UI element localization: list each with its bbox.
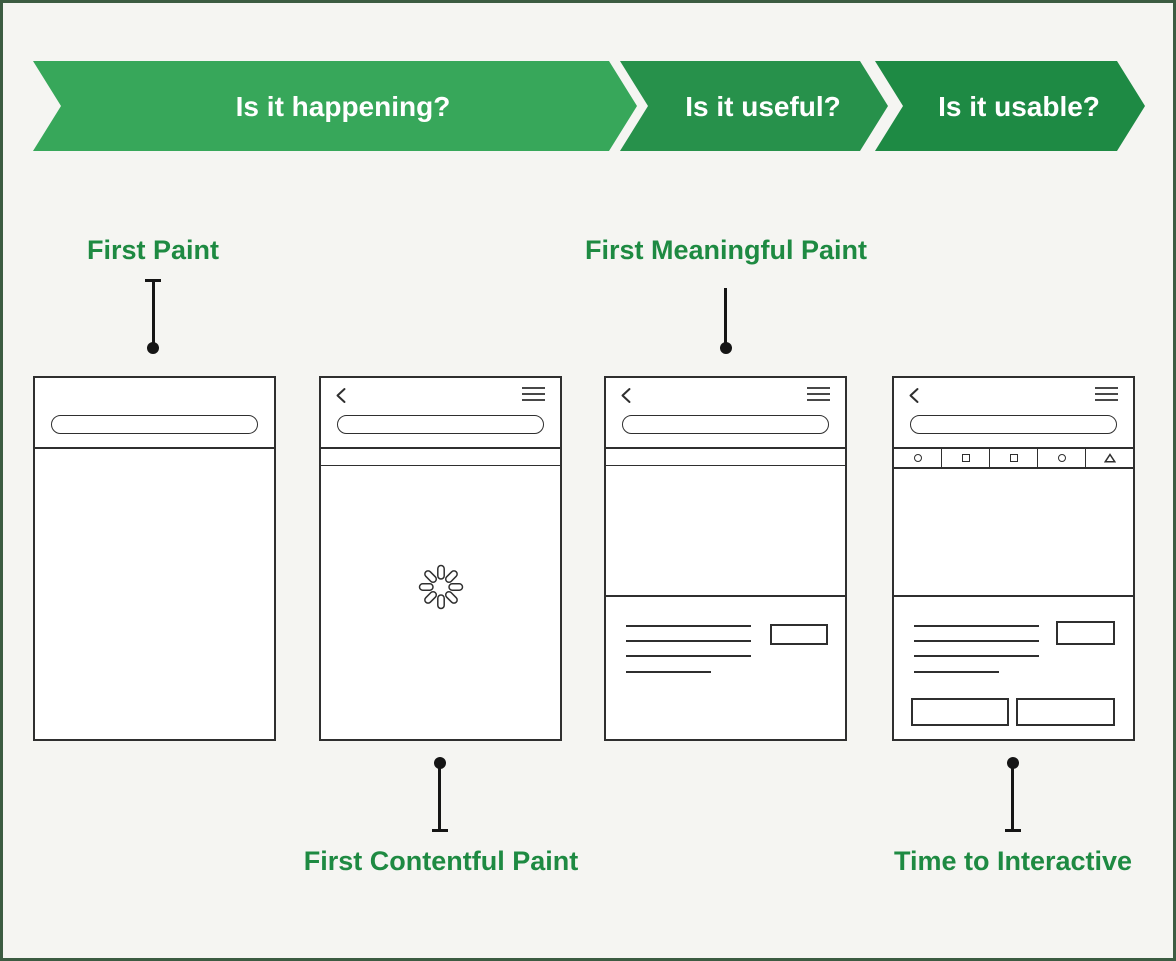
connector-line	[724, 288, 727, 348]
loading-spinner-icon	[418, 564, 464, 610]
text-line	[914, 655, 1039, 657]
hero-placeholder-divider	[606, 595, 845, 597]
triangle-icon	[1103, 453, 1116, 463]
metric-label-first-paint: First Paint	[86, 235, 220, 265]
banner-segment-is-it-happening	[33, 61, 637, 151]
connector-cap	[1005, 829, 1021, 832]
connector-line	[152, 280, 155, 348]
text-line	[914, 640, 1039, 642]
connector-dot	[720, 342, 732, 354]
url-bar	[337, 415, 544, 434]
metric-label-time-to-interactive: Time to Interactive	[893, 846, 1133, 876]
connector-line	[438, 763, 441, 831]
banner-segment-is-it-useful	[620, 61, 888, 151]
connector-dot	[147, 342, 159, 354]
metric-label-first-meaningful-paint: First Meaningful Paint	[584, 235, 867, 265]
text-line	[626, 640, 751, 642]
tab-cell	[942, 449, 990, 467]
url-bar	[622, 415, 829, 434]
banner-label-is-it-useful: Is it useful?	[685, 91, 841, 122]
phone-mockup-time-to-interactive	[892, 376, 1135, 741]
bottom-button	[911, 698, 1009, 726]
tab-cell	[1038, 449, 1086, 467]
bottom-button	[1016, 698, 1115, 726]
banner-segment-is-it-usable	[875, 61, 1145, 151]
url-bar	[910, 415, 1117, 434]
action-button	[1056, 621, 1115, 645]
progress-band	[321, 447, 560, 466]
tab-bar	[894, 447, 1133, 469]
text-line	[626, 625, 751, 627]
funnel-banner: Is it happening? Is it useful? Is it usa…	[33, 61, 1145, 151]
connector-cap	[432, 829, 448, 832]
url-bar	[51, 415, 258, 434]
square-icon	[961, 454, 970, 462]
header-divider	[35, 447, 274, 449]
text-line	[626, 655, 751, 657]
text-line	[914, 625, 1039, 627]
text-line	[914, 671, 999, 673]
text-line	[626, 671, 711, 673]
phone-mockup-first-contentful-paint	[319, 376, 562, 741]
chevron-left-icon	[621, 388, 631, 403]
banner-label-is-it-happening: Is it happening?	[236, 91, 451, 122]
hamburger-menu-icon	[522, 387, 545, 401]
tab-cell	[1086, 449, 1133, 467]
square-icon	[1009, 454, 1018, 462]
hamburger-menu-icon	[1095, 387, 1118, 401]
phone-mockup-first-meaningful-paint	[604, 376, 847, 741]
chevron-left-icon	[909, 388, 919, 403]
banner-label-is-it-usable: Is it usable?	[938, 91, 1100, 122]
chevron-left-icon	[336, 388, 346, 403]
action-button	[770, 624, 828, 645]
hamburger-menu-icon	[807, 387, 830, 401]
tab-cell	[990, 449, 1038, 467]
connector-line	[1011, 763, 1014, 831]
tab-cell	[894, 449, 942, 467]
progress-band	[606, 447, 845, 466]
hero-placeholder-divider	[894, 595, 1133, 597]
circle-icon	[1057, 454, 1066, 462]
metric-label-first-contentful-paint: First Contentful Paint	[303, 846, 579, 876]
circle-icon	[913, 454, 922, 462]
phone-mockup-first-paint	[33, 376, 276, 741]
